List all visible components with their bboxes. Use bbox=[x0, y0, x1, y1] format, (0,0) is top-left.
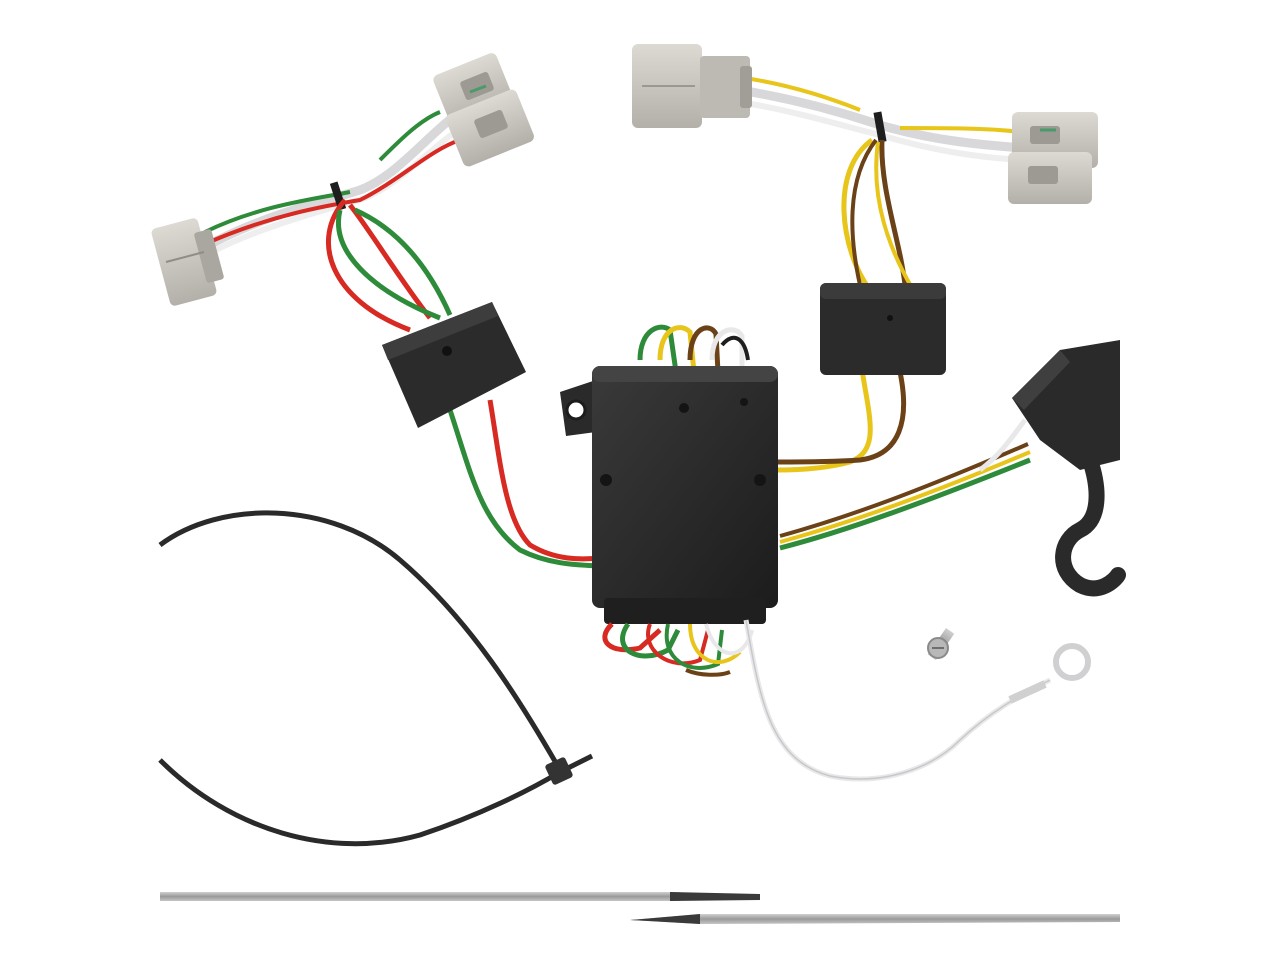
right-converter-module bbox=[820, 283, 946, 375]
ground-wire-with-ring-terminal bbox=[743, 619, 1091, 782]
right-t-connector-harness bbox=[632, 44, 1098, 473]
left-t-connector-harness bbox=[151, 53, 601, 569]
powered-converter-box bbox=[560, 324, 778, 677]
self-tapping-screw bbox=[927, 628, 955, 660]
fish-wire-tools bbox=[160, 892, 1120, 924]
four-way-trailer-plug bbox=[779, 340, 1126, 597]
left-vehicle-plug bbox=[151, 218, 224, 306]
left-vehicle-socket bbox=[433, 53, 534, 167]
right-vehicle-socket bbox=[1008, 112, 1098, 204]
right-vehicle-plug bbox=[632, 44, 752, 128]
cable-zip-tie bbox=[158, 510, 594, 847]
left-converter-module bbox=[382, 302, 526, 428]
